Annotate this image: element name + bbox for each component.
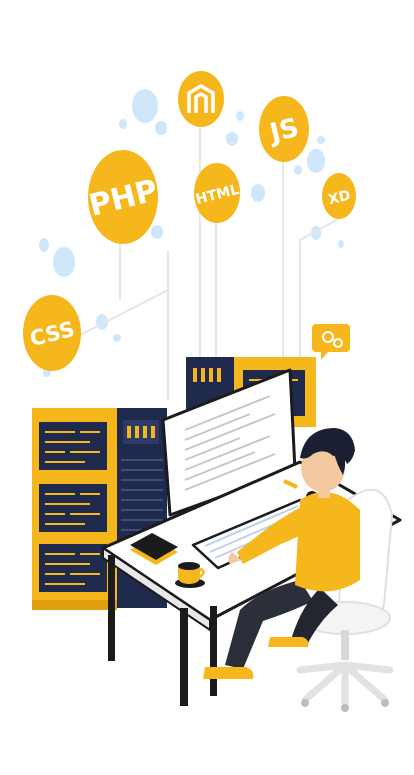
html-badge: HTML <box>194 163 241 223</box>
magento-icon <box>187 84 215 113</box>
gear-bubble <box>312 324 350 360</box>
connector-lines <box>59 128 341 400</box>
js-badge: JS <box>259 96 309 162</box>
bubbles <box>39 89 344 377</box>
xd-label: XD <box>327 187 353 208</box>
coffee-cup <box>175 562 205 588</box>
php-badge: PHP <box>86 150 161 244</box>
magento-badge <box>178 71 224 127</box>
css-badge: CSS <box>23 295 81 371</box>
server-rack-left <box>32 408 117 610</box>
xd-badge: XD <box>322 173 356 219</box>
gear-icon <box>322 331 343 348</box>
tablet <box>130 533 178 565</box>
developer-person <box>203 428 360 679</box>
